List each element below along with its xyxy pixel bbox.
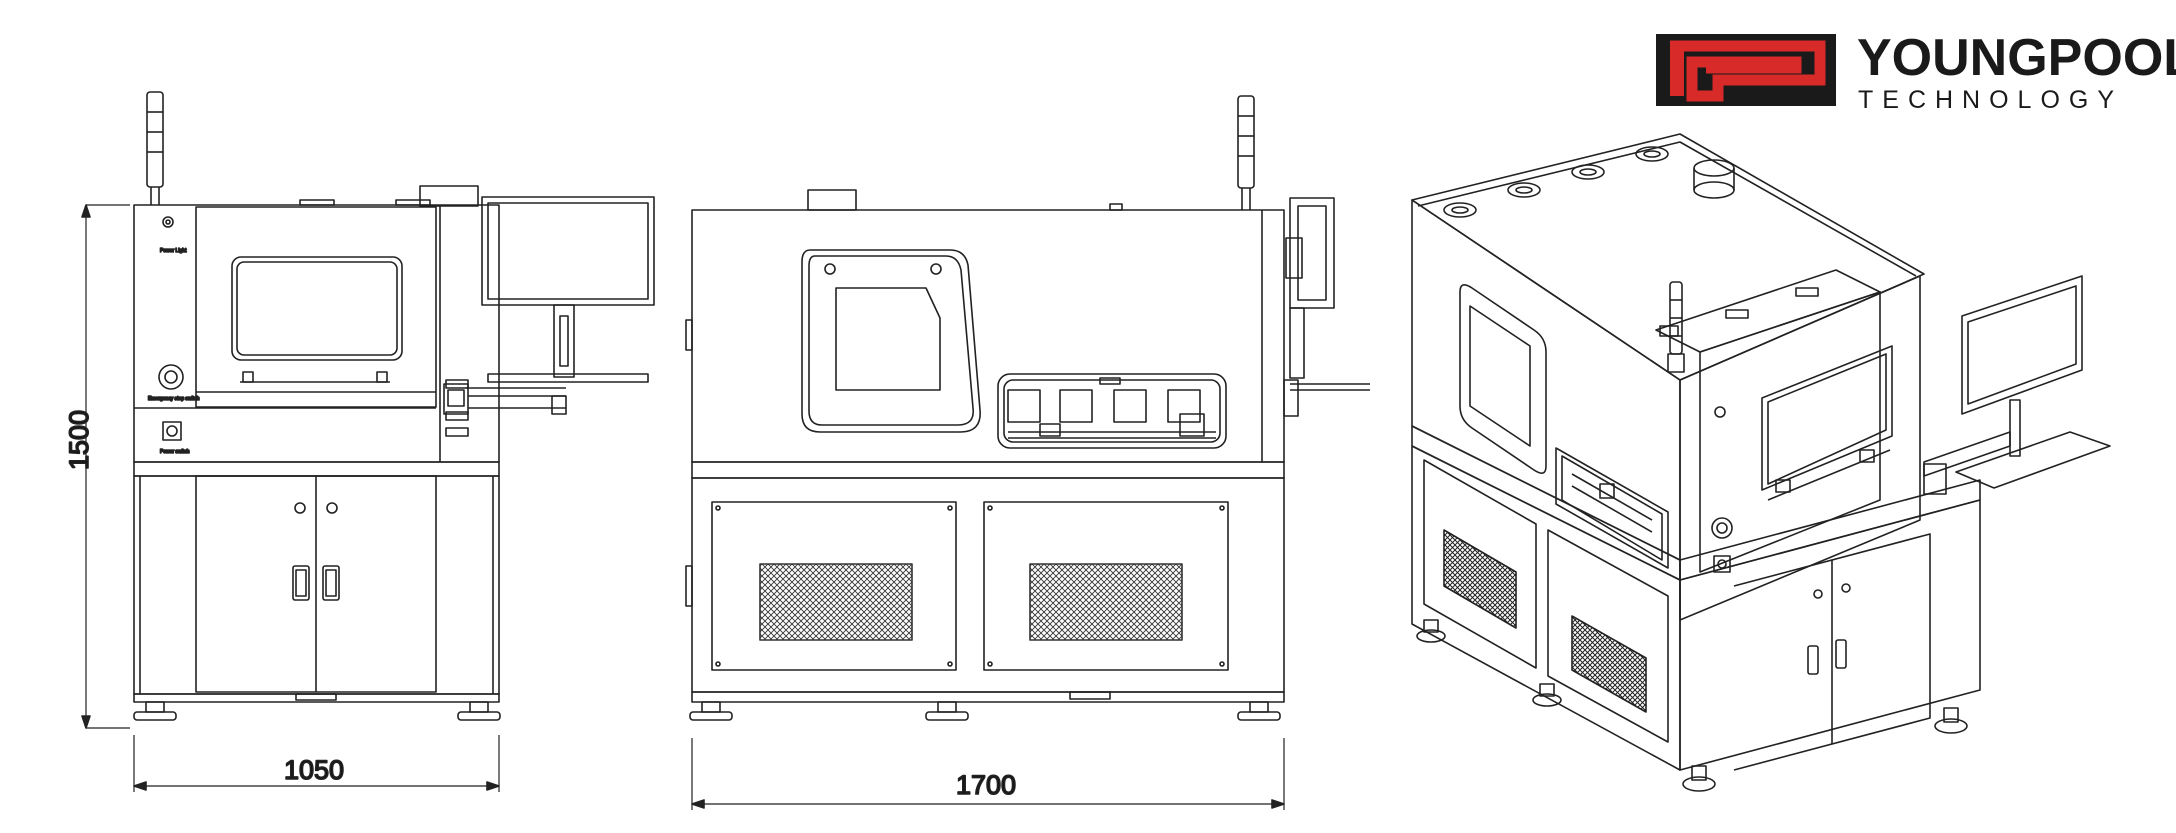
power-light-label: Power Light [160,248,187,254]
side-width-dimension: 1700 [956,770,1016,800]
logo-mark-icon [1656,34,1836,106]
front-width-dimension: 1050 [284,755,344,785]
isometric-view [1411,133,2111,792]
height-dimension: 1500 [64,410,94,470]
brand-tagline: TECHNOLOGY [1858,86,2124,114]
front-view: Power Light Emergency stop switch Power … [63,91,655,792]
emergency-stop-label: Emergency stop switch [148,396,200,402]
brand-logo: YOUNGPOOL TECHNOLOGY [1656,30,2176,114]
power-switch-label: Power switch [160,449,190,455]
side-view: 1700 [685,95,1370,810]
brand-name: YOUNGPOOL [1857,29,2176,87]
